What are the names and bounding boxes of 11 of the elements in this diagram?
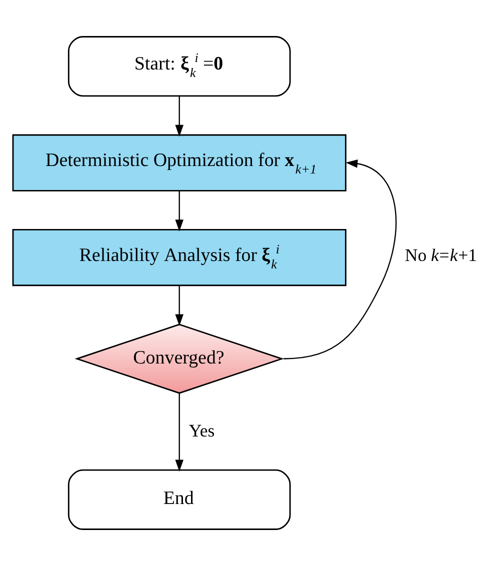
node-diamond: Converged?: [74, 324, 284, 394]
node-box: End: [68, 469, 291, 530]
node-box: Start: ξ$_{k}$$^{i}$ =0: [68, 36, 291, 97]
node-box: Deterministic Optimization for x$_{k+1}$: [12, 134, 346, 192]
edge-label: No k=k+1: [404, 245, 478, 266]
arrow: [284, 160, 397, 360]
arrow: [175, 190, 184, 232]
arrow: [175, 286, 184, 326]
arrow: [175, 96, 184, 137]
arrow: [175, 393, 184, 472]
edge-label: Yes: [188, 420, 215, 440]
